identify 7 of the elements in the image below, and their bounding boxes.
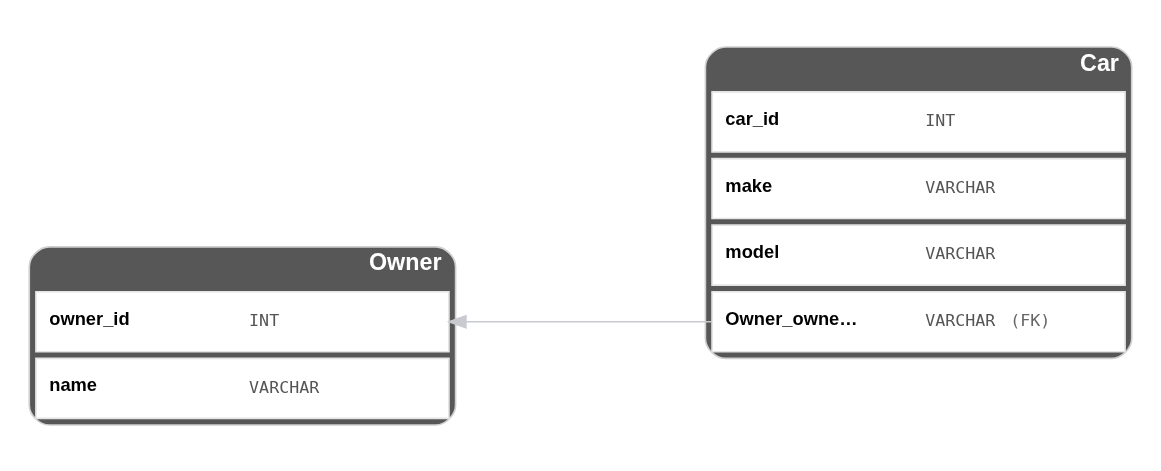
node-box: name VARCHAR [35,357,450,419]
node-box: make VARCHAR [711,157,1126,219]
node-box: car_id INT [711,90,1126,153]
node-box: Owner_owne… VARCHAR (FK) [711,290,1126,353]
arrow [446,314,713,329]
node-box: model VARCHAR [711,223,1126,286]
node-box: owner_id INT [35,290,450,353]
